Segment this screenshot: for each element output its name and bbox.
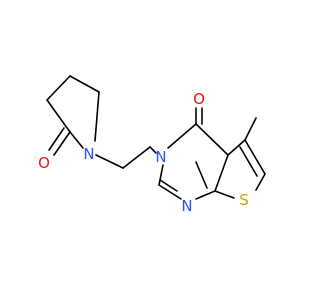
bond: [46, 75, 71, 101]
atom-label-layer: O N N O N S: [38, 90, 249, 215]
structure-svg: O N N O N S: [38, 75, 266, 215]
bond: [195, 190, 216, 200]
bond: [95, 154, 124, 169]
bond: [244, 117, 257, 141]
atom-label-oxygen: O: [193, 90, 205, 108]
bond: [69, 75, 100, 93]
bond: [122, 146, 151, 169]
bond: [244, 139, 266, 175]
bond: [158, 184, 182, 200]
bond: [239, 146, 258, 177]
bond: [214, 190, 235, 199]
bond: [69, 131, 84, 149]
bond: [48, 127, 65, 151]
bond: [149, 146, 157, 154]
bond: [158, 164, 164, 186]
bond: [255, 173, 266, 191]
atom-label-sulfur: S: [239, 191, 249, 209]
bond: [159, 179, 178, 192]
atom-label-oxygen: O: [38, 154, 50, 172]
bond: [195, 161, 208, 189]
bond: [94, 91, 100, 142]
molecule-diagram: O N N O N S: [38, 75, 266, 215]
bond: [167, 123, 197, 149]
atom-label-nitrogen: N: [181, 197, 192, 215]
bond: [53, 131, 71, 156]
bond: [227, 139, 246, 156]
atom-label-nitrogen: N: [155, 148, 166, 166]
bond: [214, 154, 229, 192]
bond: [195, 123, 229, 156]
atom-label-nitrogen: N: [83, 145, 94, 163]
bond: [46, 99, 71, 133]
bond-layer: [46, 75, 266, 200]
